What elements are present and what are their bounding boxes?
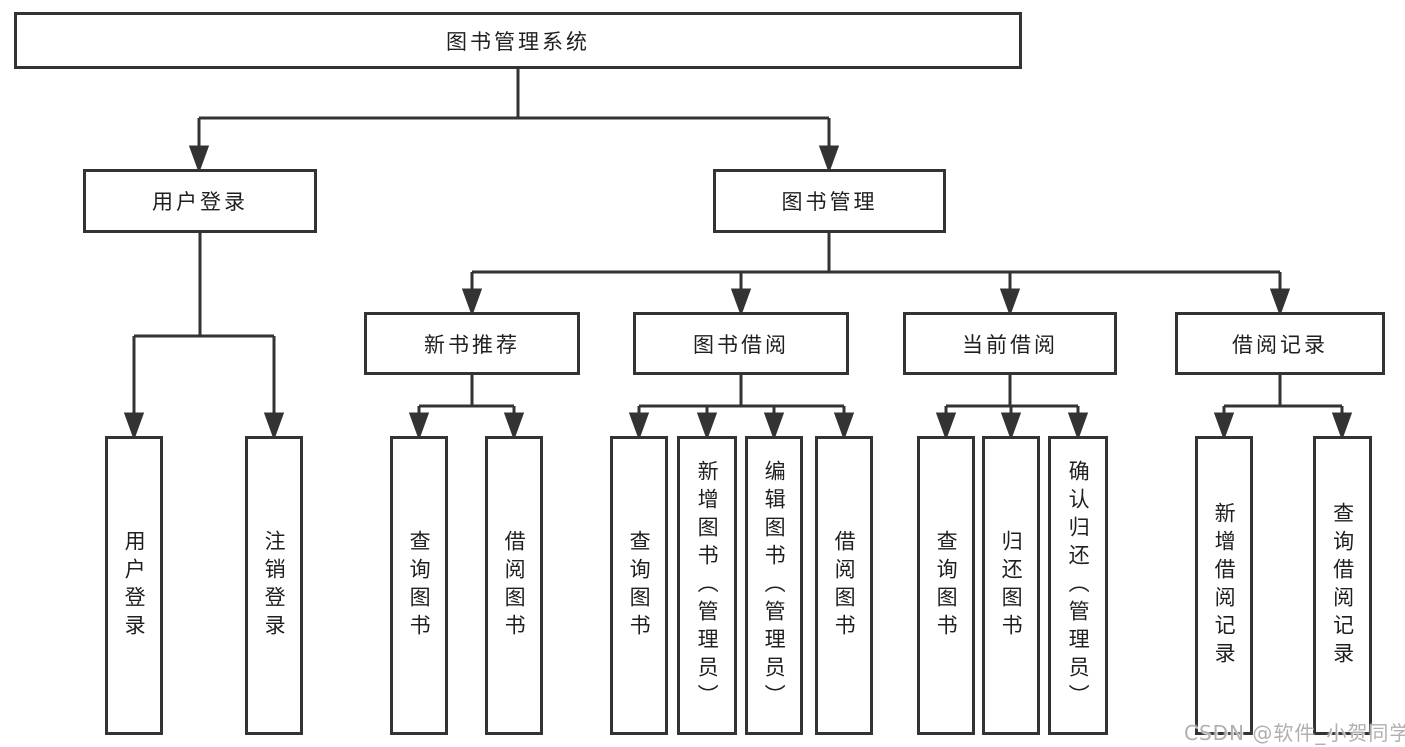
node-leaf-confirm-return-admin: 确认归还（管理员）: [1048, 436, 1108, 735]
connector-new-book-recommendation: [408, 375, 525, 441]
leaf-label: 归还图书: [999, 529, 1024, 642]
leaf-label: 编辑图书（管理员）: [762, 459, 787, 712]
node-new-book-recommendation: 新书推荐: [364, 312, 580, 375]
arrowhead: [1000, 412, 1022, 441]
connector-user-login: [123, 233, 285, 441]
leaf-label: 新增借阅记录: [1212, 501, 1237, 670]
arrowhead: [730, 288, 752, 317]
arrowhead: [935, 412, 957, 441]
node-leaf-query-books-current: 查询图书: [917, 436, 975, 735]
connector-current-borrowing: [935, 375, 1089, 441]
leaf-label: 查询图书: [627, 529, 652, 642]
node-system: 图书管理系统: [14, 12, 1022, 69]
leaf-label: 确认归还（管理员）: [1066, 459, 1091, 712]
arrowhead: [696, 412, 718, 441]
node-leaf-query-books-recommend: 查询图书: [390, 436, 448, 735]
leaf-label: 注销登录: [262, 529, 287, 642]
connector-book-borrowing: [628, 375, 855, 441]
node-leaf-return-books: 归还图书: [982, 436, 1040, 735]
watermark-text: CSDN @软件_小贺同学: [1184, 721, 1405, 745]
node-leaf-query-books-borrowing: 查询图书: [610, 436, 668, 735]
arrowhead: [503, 412, 525, 441]
node-borrowing-records: 借阅记录: [1175, 312, 1385, 375]
connector-root: [188, 69, 840, 174]
arrowhead: [628, 412, 650, 441]
arrowhead: [1213, 412, 1235, 441]
node-leaf-query-borrow-record: 查询借阅记录: [1313, 436, 1372, 735]
arrowhead: [763, 412, 785, 441]
connector-borrowing-records: [1213, 375, 1353, 441]
leaf-label: 新增图书（管理员）: [695, 459, 720, 712]
arrowhead: [1331, 412, 1353, 441]
arrowhead: [123, 412, 145, 441]
node-leaf-borrow-books-recommend: 借阅图书: [485, 436, 543, 735]
arrowhead: [1067, 412, 1089, 441]
leaf-label: 查询图书: [407, 529, 432, 642]
node-leaf-add-books-admin: 新增图书（管理员）: [677, 436, 737, 735]
node-current-borrowing: 当前借阅: [903, 312, 1117, 375]
arrowhead: [999, 288, 1021, 317]
leaf-label: 借阅图书: [502, 529, 527, 642]
arrowhead: [408, 412, 430, 441]
node-leaf-add-borrow-record: 新增借阅记录: [1195, 436, 1253, 735]
node-book-borrowing: 图书借阅: [633, 312, 849, 375]
connector-book-management: [461, 233, 1291, 317]
leaf-label: 查询图书: [934, 529, 959, 642]
leaf-label: 查询借阅记录: [1330, 501, 1355, 670]
arrowhead: [833, 412, 855, 441]
node-leaf-logout-login: 注销登录: [245, 436, 303, 735]
node-book-management: 图书管理: [713, 169, 946, 233]
node-leaf-edit-books-admin: 编辑图书（管理员）: [745, 436, 803, 735]
node-leaf-user-login: 用户登录: [105, 436, 163, 735]
leaf-label: 用户登录: [122, 529, 147, 642]
arrowhead: [461, 288, 483, 317]
arrowhead: [188, 145, 210, 174]
arrowhead: [818, 145, 840, 174]
node-leaf-borrow-books-borrowing: 借阅图书: [815, 436, 873, 735]
arrowhead: [263, 412, 285, 441]
arrowhead: [1269, 288, 1291, 317]
node-user-login: 用户登录: [83, 169, 317, 233]
leaf-label: 借阅图书: [832, 529, 857, 642]
